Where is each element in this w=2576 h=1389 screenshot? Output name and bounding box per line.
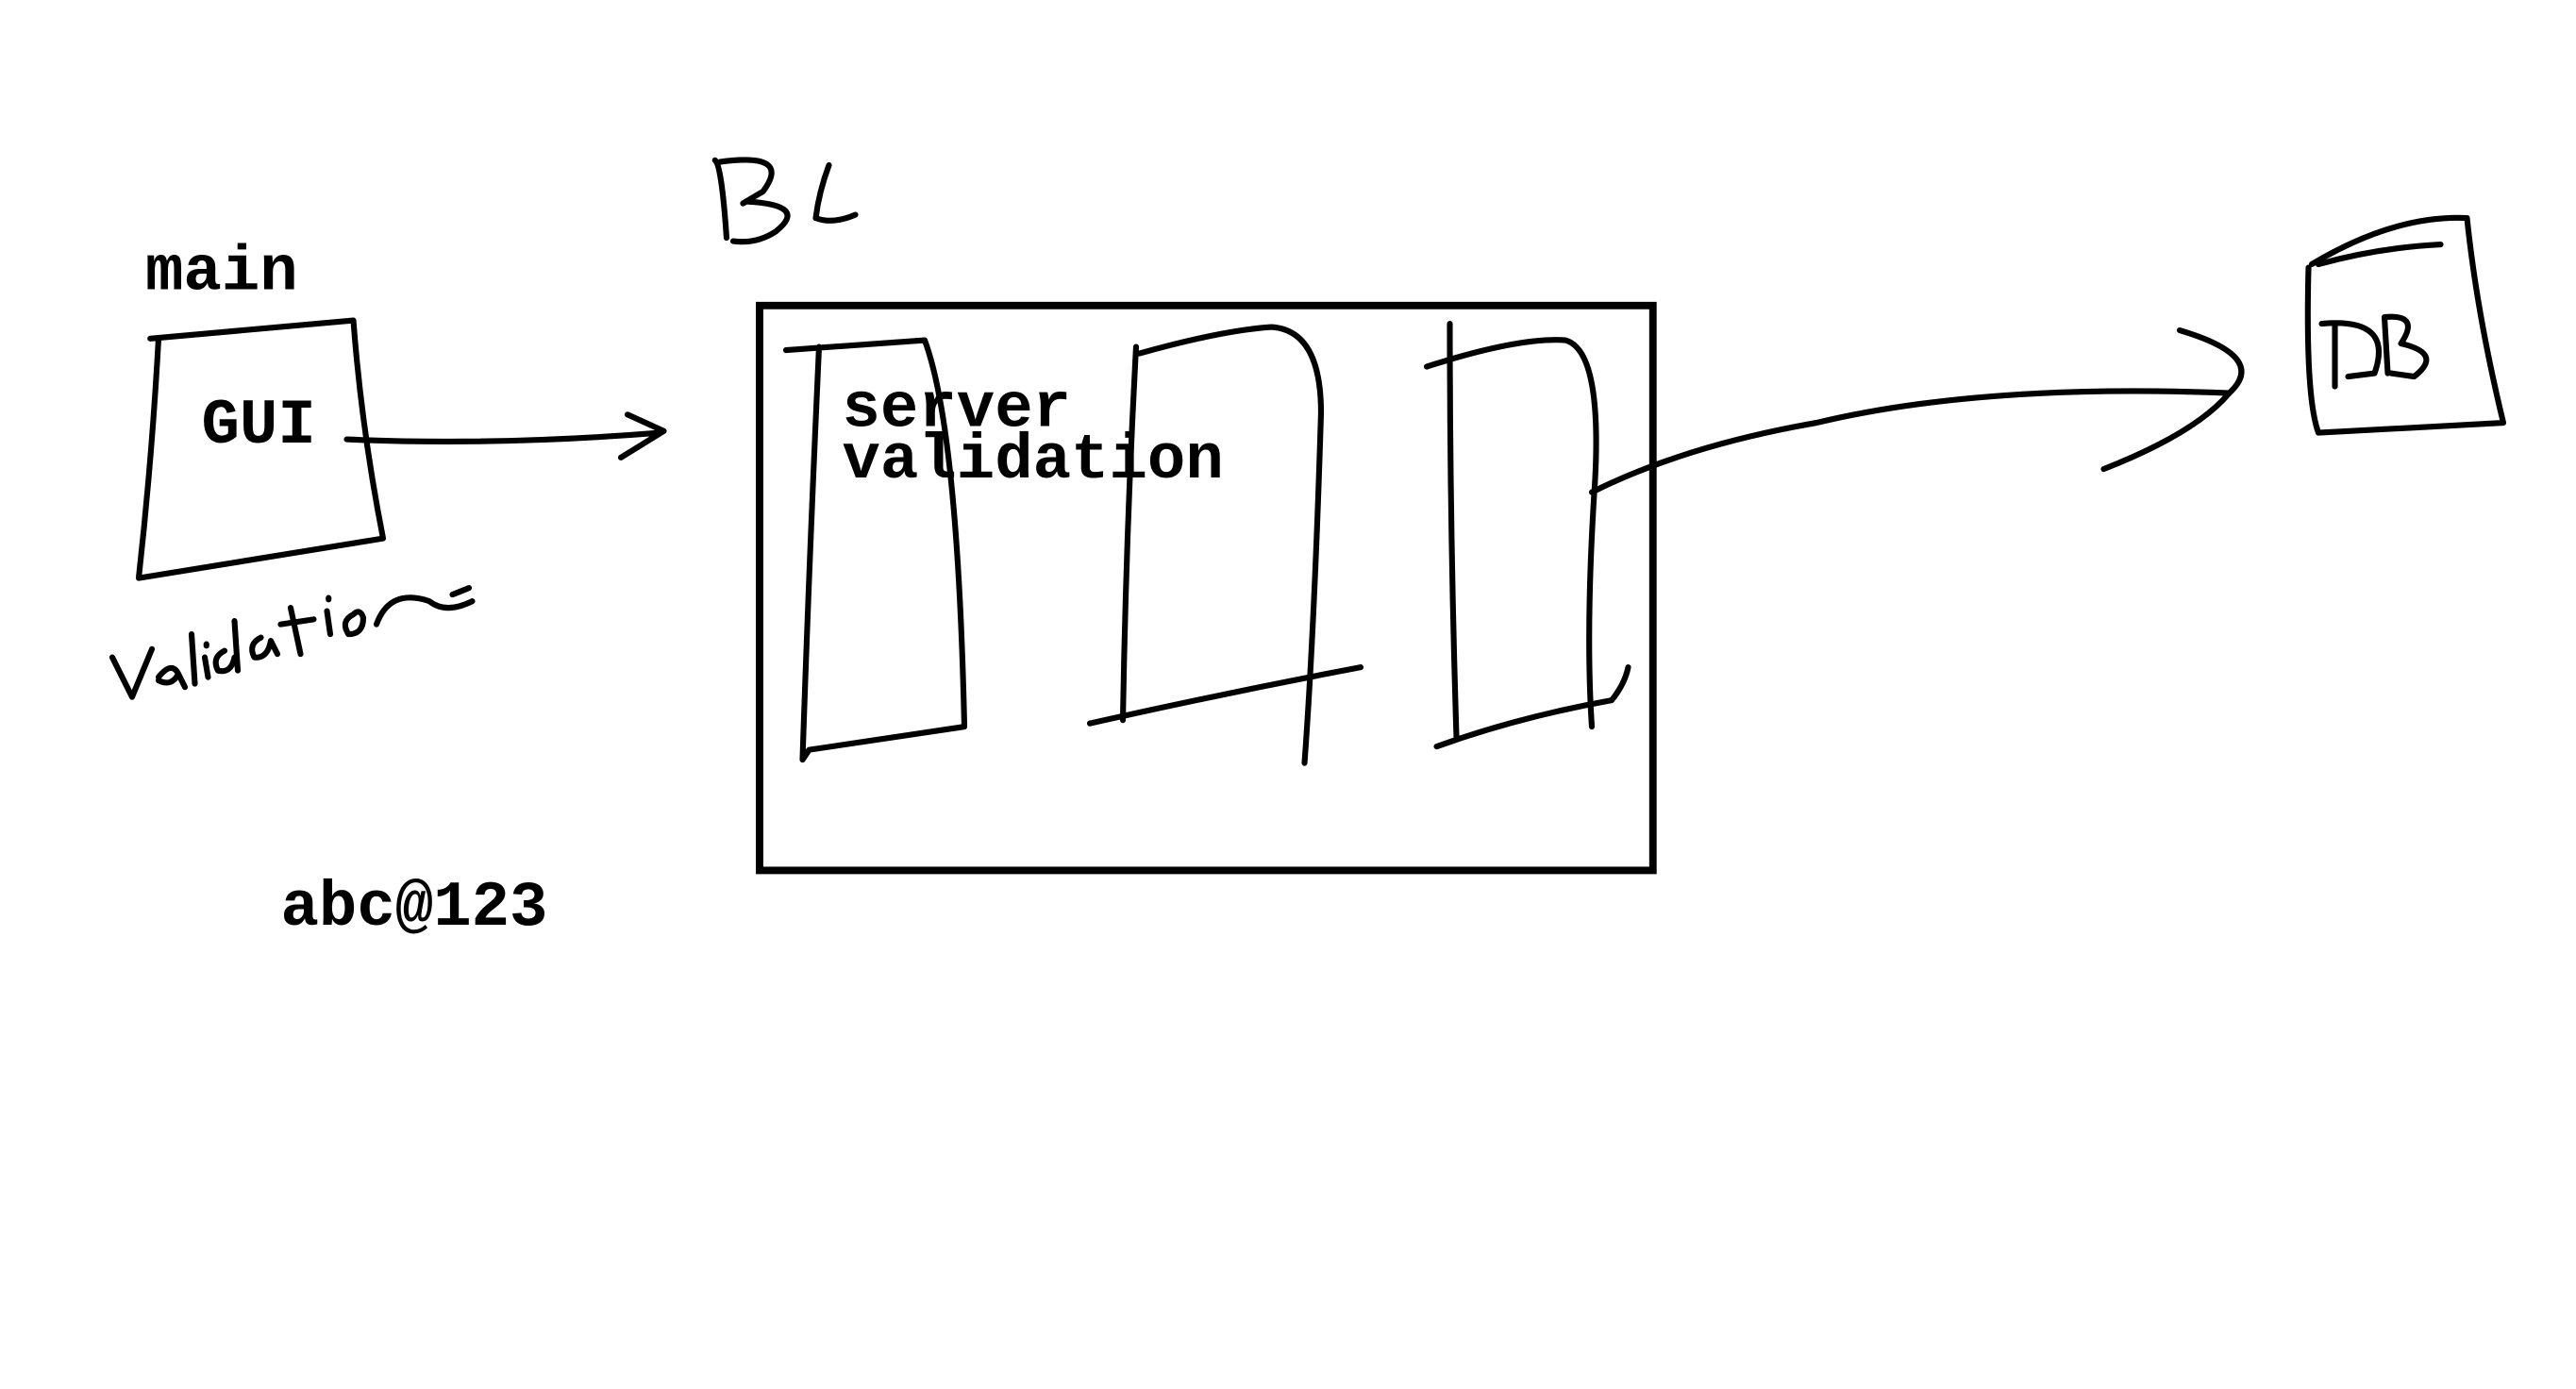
password-label: abc@123	[281, 873, 548, 945]
bl-to-db-connector	[1588, 326, 2245, 495]
gui-label: GUI	[202, 391, 316, 462]
bl-container	[756, 301, 1657, 875]
bl-inner-box-3	[1423, 320, 1631, 750]
main-label: main	[145, 237, 298, 309]
db-box	[2304, 214, 2507, 436]
gui-box	[135, 317, 387, 581]
bl-inner-box-2	[1086, 324, 1364, 766]
handwritten-bl	[711, 157, 859, 245]
server-label: server	[842, 375, 1071, 446]
validation-label: validation	[842, 426, 1223, 497]
db-box-top-line	[2315, 241, 2444, 268]
handwritten-validation	[109, 585, 476, 700]
gui-to-bl-arrow	[343, 411, 667, 460]
bl-inner-box-1	[782, 337, 968, 763]
handwritten-db	[2318, 313, 2430, 390]
